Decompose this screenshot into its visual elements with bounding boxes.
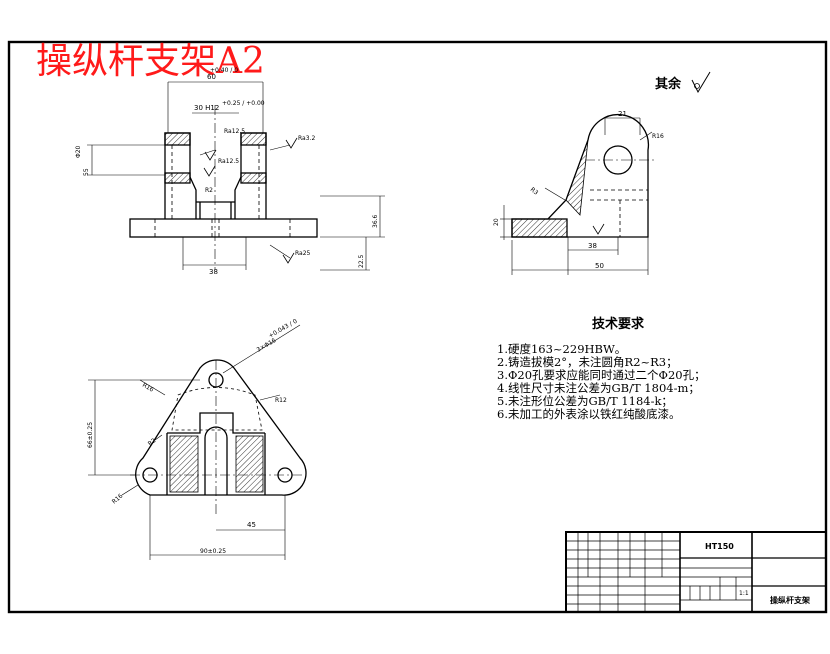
tech-requirement-item: 2.铸造拔模2°，未注圆角R2~R3；: [497, 355, 678, 369]
surface-finish-note: 其余: [655, 71, 711, 94]
drawing-frame: [7, 40, 828, 614]
front-roughness-3: Ra12.5: [218, 158, 239, 165]
front-view-right-hatch: [240, 132, 267, 146]
roughness-symbol-icon: [203, 137, 298, 264]
title-block-scale: 1:1: [739, 590, 749, 597]
side-view-hatch: [511, 218, 568, 238]
plan-dim-half-width: 45: [247, 521, 256, 529]
front-dim-slot-tol: +0.25 / +0.00: [222, 100, 265, 107]
front-roughness-1: Ra12.5: [224, 128, 245, 135]
surface-finish-text: 其余: [655, 76, 682, 92]
title-block-material: HT150: [705, 542, 734, 551]
plan-view: [88, 324, 307, 560]
tech-requirement-item: 5.未注形位公差为GB/T 1184-k；: [497, 394, 673, 408]
plan-dim-total-width: 90±0.25: [200, 548, 226, 555]
front-dim-slot-width: 30 H12: [194, 104, 219, 112]
drawing-title: 操纵杆支架A2: [36, 41, 265, 82]
plan-view-slot: [166, 412, 266, 495]
plan-dim-radius-2: R12: [275, 397, 287, 404]
title-block-frame: [565, 531, 827, 613]
front-dim-left-height: 55: [83, 168, 90, 176]
front-view-right-upright: [234, 132, 267, 219]
roughness-symbol-icon: [592, 223, 605, 235]
tech-requirement-item: 1.硬度163~229HBW。: [497, 342, 626, 356]
side-view-outline: [511, 113, 650, 238]
side-view: [500, 113, 655, 275]
plan-view-centerlines: [130, 360, 305, 515]
side-dim-fillet: R3: [529, 186, 540, 197]
front-dim-top-width: 60: [207, 73, 216, 81]
plan-dim-radius-3: R2: [147, 437, 158, 448]
roughness-symbol-circle-icon: [694, 83, 700, 89]
front-dim-right-1: 36.6: [372, 214, 379, 228]
plan-dim-left-height: 66±0.25: [87, 422, 94, 448]
plan-view-hidden: [171, 387, 263, 431]
front-dim-right-2: 22.5: [358, 254, 365, 268]
front-view-base: [129, 218, 318, 238]
tech-requirement-item: 4.线性尺寸未注公差为GB/T 1804-m；: [497, 381, 700, 395]
front-view-left-hatch-2: [164, 172, 191, 184]
plan-view-outline: [135, 359, 307, 496]
tech-requirement-item: 3.Φ20孔要求应能同时通过二个Φ20孔；: [497, 368, 706, 382]
plan-view-right-hatch: [235, 435, 264, 493]
title-block: [565, 531, 827, 613]
front-roughness-2: Ra3.2: [298, 135, 315, 142]
tech-requirement-item: 6.未加工的外表涂以铁红纯酸底漆。: [497, 407, 680, 421]
front-dim-base: 38: [209, 268, 218, 276]
side-dim-top: 21: [618, 110, 627, 118]
plan-dim-radius-1: R16: [141, 382, 155, 394]
tech-requirements-heading: 技术要求: [592, 316, 645, 332]
side-dim-top-radius: R16: [652, 133, 664, 140]
front-view-hidden-lines: [154, 145, 291, 237]
roughness-symbol-icon: [691, 71, 711, 94]
side-dim-base: 38: [588, 242, 597, 250]
side-dim-total: 50: [595, 262, 604, 270]
side-view-dim-lines: [500, 117, 653, 275]
side-view-hidden-lines: [590, 189, 648, 237]
front-view-left-hatch: [164, 132, 191, 146]
title-block-part-name: 操纵杆支架: [770, 595, 810, 605]
plan-view-left-hatch: [169, 435, 199, 493]
plan-dim-hole-note: 3×Φ16: [256, 337, 278, 354]
front-dim-left-dia: Φ20: [75, 145, 82, 158]
front-view-right-hatch-2: [240, 172, 267, 184]
tech-requirements: 技术要求 1.硬度163~229HBW。 2.铸造拔模2°，未注圆角R2~R3；…: [497, 316, 706, 421]
side-view-rib-hatch: [565, 139, 589, 216]
front-view-dim-lines: [87, 81, 385, 271]
front-dim-radius: R2: [205, 187, 213, 194]
front-view-left-upright: [164, 132, 197, 219]
side-dim-thickness: 20: [493, 218, 500, 226]
front-view: [87, 81, 385, 271]
title-block-grid: [566, 532, 752, 612]
plan-view-dim-lines: [88, 324, 301, 560]
front-dim-top-width-tol: +0.40 / 0: [210, 67, 238, 74]
front-view-middle: [196, 201, 235, 219]
front-roughness-4: Ra25: [295, 250, 311, 257]
